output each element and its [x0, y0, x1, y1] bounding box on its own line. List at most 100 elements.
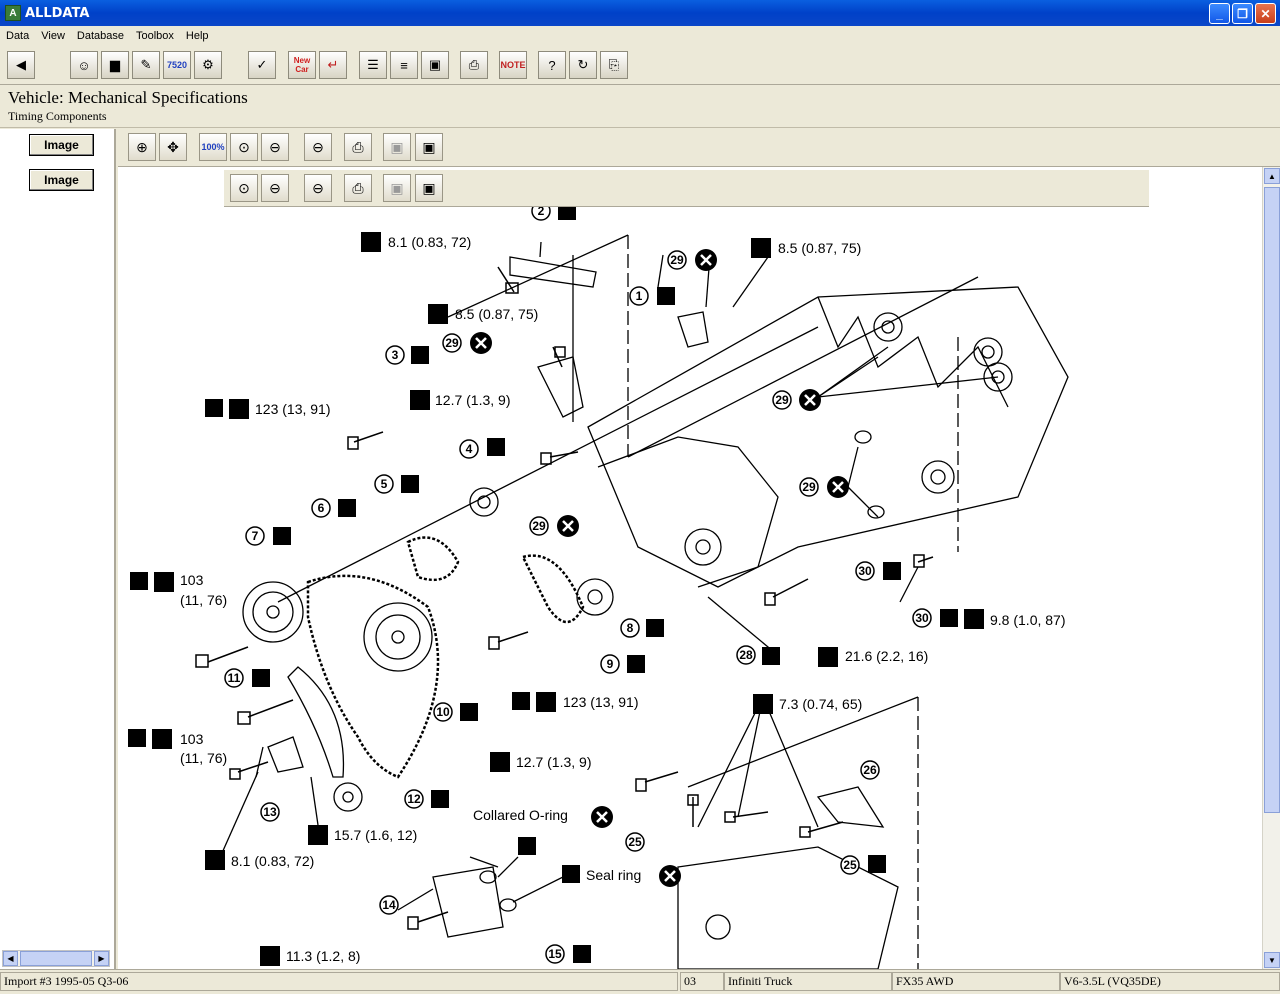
minimize-button[interactable]: _: [1209, 3, 1230, 24]
svg-text:13: 13: [263, 805, 277, 819]
svg-text:7: 7: [252, 529, 259, 543]
code-7520-button[interactable]: 7520: [163, 51, 191, 79]
pan-tool-button[interactable]: ✥: [159, 133, 187, 161]
part-6-marker: 6: [311, 498, 331, 518]
svg-text:29: 29: [532, 519, 546, 533]
zoom-out-button[interactable]: ⊖: [304, 133, 332, 161]
svg-text:15: 15: [548, 947, 562, 961]
part-10-marker: 10: [433, 702, 453, 722]
zoom-100-button[interactable]: 100%: [199, 133, 227, 161]
window-title: ALLDATA: [25, 5, 90, 21]
next-image-button[interactable]: ▣: [415, 133, 443, 161]
prev-image-button[interactable]: ▣: [383, 133, 411, 161]
torque-label-15: 11.3 (1.2, 8): [286, 948, 360, 964]
menu-bar: Data View Database Toolbox Help: [0, 26, 1280, 45]
title-bar: A ALLDATA _ ❐ ✕: [0, 0, 1280, 26]
scroll-left-arrow-icon[interactable]: ◀: [3, 951, 18, 966]
menu-toolbox[interactable]: Toolbox: [136, 29, 174, 42]
page-header: Vehicle: Mechanical Specifications Timin…: [0, 86, 1280, 128]
bookmark-button[interactable]: ✓: [248, 51, 276, 79]
back-button[interactable]: ◀: [7, 51, 35, 79]
svg-text:29: 29: [445, 336, 459, 350]
svg-text:25: 25: [628, 835, 642, 849]
status-engine: V6-3.5L (VQ35DE): [1060, 972, 1280, 991]
car-button[interactable]: ▆: [101, 51, 129, 79]
zoom-width-button-2[interactable]: ⊖: [261, 174, 289, 202]
part-11-marker: 11: [224, 668, 244, 688]
image-button-2[interactable]: Image: [29, 169, 94, 191]
printer-icon: ⎙: [352, 138, 364, 155]
menu-help[interactable]: Help: [185, 29, 209, 42]
zoom-width-icon: ⊖: [269, 138, 281, 155]
return-car-button[interactable]: ↵: [319, 51, 347, 79]
camera-back-icon: ▣: [390, 179, 404, 196]
vertical-scroll-thumb[interactable]: [1264, 187, 1280, 813]
viewer-toolbar: ⊕ ✥ 100% ⊙ ⊖ ⊖ ⎙ ▣ ▣: [118, 129, 1280, 167]
list-view-button[interactable]: ☰: [359, 51, 387, 79]
svg-text:26: 26: [863, 763, 877, 777]
svg-text:30: 30: [858, 564, 872, 578]
part-7-marker: 7: [245, 526, 265, 546]
fax-button[interactable]: ⎘: [600, 51, 628, 79]
zoom-minus-icon: ⊖: [312, 179, 324, 196]
diagram-vertical-scrollbar[interactable]: ▲ ▼: [1262, 167, 1280, 969]
help-button[interactable]: ?: [538, 51, 566, 79]
part-26-marker: 26: [860, 760, 880, 780]
sidebar-horizontal-scrollbar[interactable]: ◀ ▶: [2, 950, 110, 967]
part-4-marker: 4: [459, 439, 479, 459]
face-button[interactable]: ☺: [70, 51, 98, 79]
zoom-out-button-2[interactable]: ⊖: [304, 174, 332, 202]
camera-forward-icon: ▣: [422, 179, 436, 196]
menu-database[interactable]: Database: [76, 29, 124, 42]
menu-data[interactable]: Data: [6, 29, 30, 42]
list-icon: ☰: [367, 57, 379, 72]
print-button-2[interactable]: ⎙: [344, 174, 372, 202]
part-3-marker: 3: [385, 345, 405, 365]
zoom-in-tool-button[interactable]: ⊕: [128, 133, 156, 161]
close-button[interactable]: ✕: [1255, 3, 1276, 24]
svg-text:3: 3: [392, 348, 399, 362]
svg-text:10: 10: [436, 705, 450, 719]
torque-label-9: 123 (13, 91): [563, 694, 639, 710]
diagram-viewer[interactable]: 2 1 29 29 3 29 4 5 29 6 29 7 30 30 8 28 …: [118, 167, 1262, 969]
floating-viewer-toolbar: ⊙ ⊖ ⊖ ⎙ ▣ ▣: [224, 170, 1149, 207]
viewer-print-button[interactable]: ⎙: [344, 133, 372, 161]
maximize-button[interactable]: ❐: [1232, 3, 1253, 24]
zoom-fit-button-2[interactable]: ⊙: [230, 174, 258, 202]
timing-components-diagram: 2 1 29 29 3 29 4 5 29 6 29 7 30 30 8 28 …: [128, 201, 1069, 969]
note-button[interactable]: NOTE: [499, 51, 527, 79]
status-make: Infiniti Truck: [724, 972, 892, 991]
scroll-thumb[interactable]: [20, 951, 92, 966]
status-import: Import #3 1995-05 Q3-06: [0, 972, 678, 991]
page-title: Vehicle: Mechanical Specifications: [8, 88, 248, 107]
printer-icon: ⎙: [352, 179, 364, 196]
new-car-button[interactable]: New Car: [288, 51, 316, 79]
print-button[interactable]: ⎙: [460, 51, 488, 79]
app-icon: A: [5, 5, 21, 21]
refresh-button[interactable]: ↻: [569, 51, 597, 79]
next-image-button-2[interactable]: ▣: [415, 174, 443, 202]
status-bar: Import #3 1995-05 Q3-06 03 Infiniti Truc…: [0, 969, 1280, 994]
torque-label-2: 8.5 (0.87, 75): [778, 240, 861, 256]
prev-image-button-2[interactable]: ▣: [383, 174, 411, 202]
zoom-fit-button[interactable]: ⊙: [230, 133, 258, 161]
torque-label-11b: (11, 76): [180, 750, 227, 766]
torque-label-6a: 103: [180, 572, 204, 588]
zoom-width-button[interactable]: ⊖: [261, 133, 289, 161]
camera-button[interactable]: ▣: [421, 51, 449, 79]
scroll-right-arrow-icon[interactable]: ▶: [94, 951, 109, 966]
image-button-1[interactable]: Image: [29, 134, 94, 156]
tools-button[interactable]: ✎: [132, 51, 160, 79]
menu-view[interactable]: View: [41, 29, 65, 42]
clock-button[interactable]: ⚙: [194, 51, 222, 79]
torque-label-11a: 103: [180, 731, 204, 747]
move-icon: ✥: [167, 138, 179, 155]
svg-text:14: 14: [382, 898, 396, 912]
return-icon: ↵: [327, 57, 339, 72]
svg-text:29: 29: [802, 480, 816, 494]
text-view-button[interactable]: ≡: [390, 51, 418, 79]
scroll-down-arrow-icon[interactable]: ▼: [1264, 952, 1280, 968]
scroll-up-arrow-icon[interactable]: ▲: [1264, 168, 1280, 184]
face-icon: ☺: [77, 57, 91, 73]
part-14-marker: 14: [379, 895, 399, 915]
